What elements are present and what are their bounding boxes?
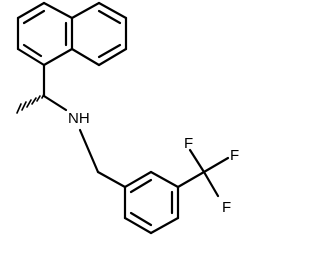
bond <box>176 170 206 189</box>
bond <box>149 170 180 189</box>
chiral-center <box>16 63 68 114</box>
bond <box>70 1 101 20</box>
bond <box>97 1 128 20</box>
bond <box>42 1 74 20</box>
bond <box>202 170 220 198</box>
naphthalene-ring-a <box>16 1 74 67</box>
hashed-wedge-methyl <box>16 93 45 114</box>
double-bond <box>22 9 46 25</box>
double-bond <box>129 178 153 194</box>
fluorine-label-top: F <box>184 135 193 152</box>
bond <box>42 47 74 67</box>
bond <box>16 47 46 67</box>
benzene-ring <box>123 170 180 235</box>
bond <box>202 156 230 174</box>
bond <box>78 128 100 174</box>
bond <box>16 1 46 20</box>
naphthalene-ring-b <box>70 1 128 67</box>
bond <box>149 216 180 235</box>
trifluoromethyl-group <box>176 148 230 198</box>
bond <box>96 170 127 189</box>
bond <box>97 47 128 67</box>
bond <box>123 216 153 235</box>
structure-svg: NH F F F <box>16 1 239 235</box>
bond <box>188 148 206 174</box>
bond <box>42 94 68 112</box>
double-bond <box>97 43 122 59</box>
methylene-linker <box>78 128 127 189</box>
fluorine-label-bottom: F <box>222 199 231 216</box>
bond <box>123 170 153 189</box>
double-bond <box>22 43 43 58</box>
double-bond <box>97 9 122 25</box>
nitrogen-label: NH <box>68 110 90 127</box>
fluorine-label-right: F <box>230 147 239 164</box>
bond <box>70 47 101 67</box>
double-bond <box>129 211 153 227</box>
molecule-diagram: NH F F F <box>16 1 239 235</box>
